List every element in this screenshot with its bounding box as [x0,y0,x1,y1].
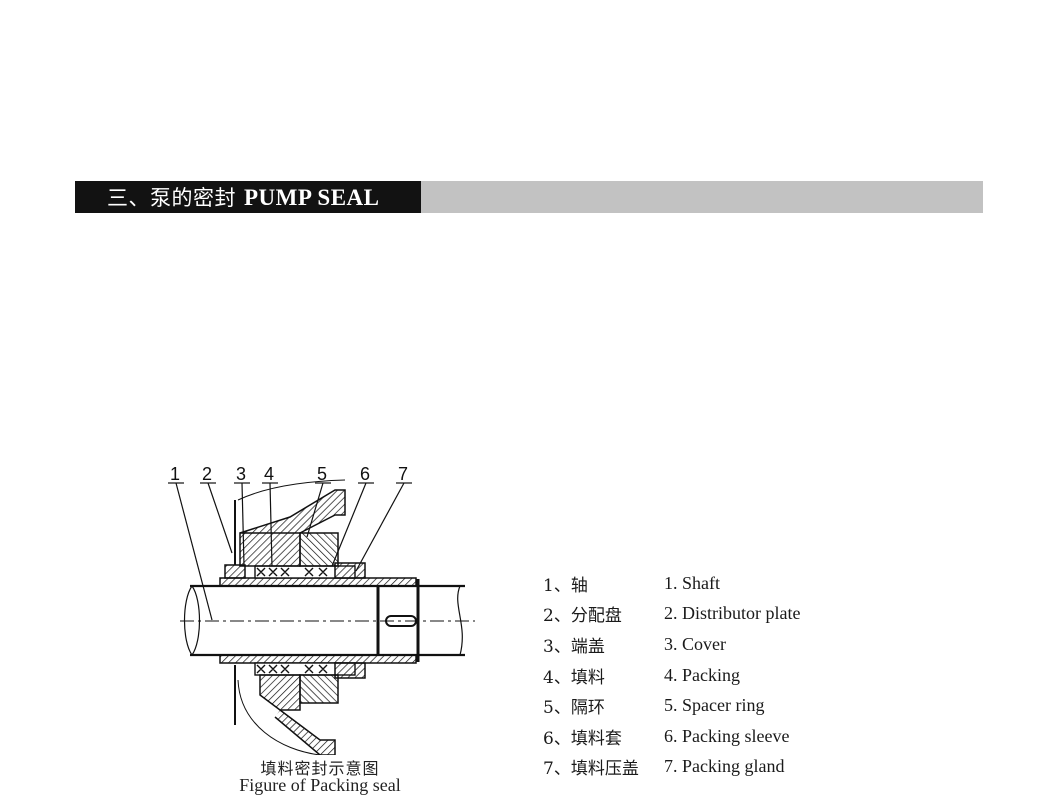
legend-item: 4、填料 4. Packing [543,660,800,691]
legend-item-en: 3. Cover [664,633,726,654]
callout-4: 4 [264,464,274,484]
legend-item: 6、填料套 6. Packing sleeve [543,721,800,752]
legend-item-en: 4. Packing [664,664,740,685]
legend-item-cn: 4、填料 [543,667,605,688]
section-title: 三、泵的密封 PUMP SEAL [107,182,379,212]
callout-3: 3 [236,464,246,484]
legend-item: 5、隔环 5. Spacer ring [543,690,800,721]
callout-1: 1 [170,464,180,484]
legend-item-cn: 1、轴 [543,575,588,596]
legend-item-cn: 6、填料套 [543,728,622,749]
section-header-title-block: 三、泵的密封 PUMP SEAL [75,181,421,213]
legend-item: 3、端盖 3. Cover [543,629,800,660]
legend-item: 2、分配盘 2. Distributor plate [543,599,800,630]
callout-2: 2 [202,464,212,484]
callout-6: 6 [360,464,370,484]
legend-item: 7、填料压盖 7. Packing gland [543,752,800,783]
parts-legend: 1、轴 1. Shaft 2、分配盘 2. Distributor plate … [543,568,800,782]
section-title-cn: 三、泵的密封 [107,186,236,210]
callout-5: 5 [317,464,327,484]
figure-caption-en: Figure of Packing seal [239,775,401,795]
legend-item-en: 2. Distributor plate [664,603,801,624]
legend-item-cn: 3、端盖 [543,636,605,657]
legend-item-cn: 7、填料压盖 [543,759,639,780]
legend-item: 1、轴 1. Shaft [543,568,800,599]
legend-item-cn: 2、分配盘 [543,606,622,627]
legend-item-cn: 5、隔环 [543,698,605,719]
packing-seal-diagram: 1 2 3 4 5 6 7 [160,455,480,756]
legend-item-en: 5. Spacer ring [664,695,765,716]
section-header-bar: 三、泵的密封 PUMP SEAL [75,181,983,213]
legend-item-en: 1. Shaft [664,572,720,593]
figure-caption-cn: 填料密封示意图 [260,759,380,778]
legend-item-en: 7. Packing gland [664,756,785,777]
legend-item-en: 6. Packing sleeve [664,725,790,746]
callout-7: 7 [398,464,408,484]
callout-labels: 1 2 3 4 5 6 7 [170,464,408,484]
section-title-en: PUMP SEAL [244,185,380,210]
